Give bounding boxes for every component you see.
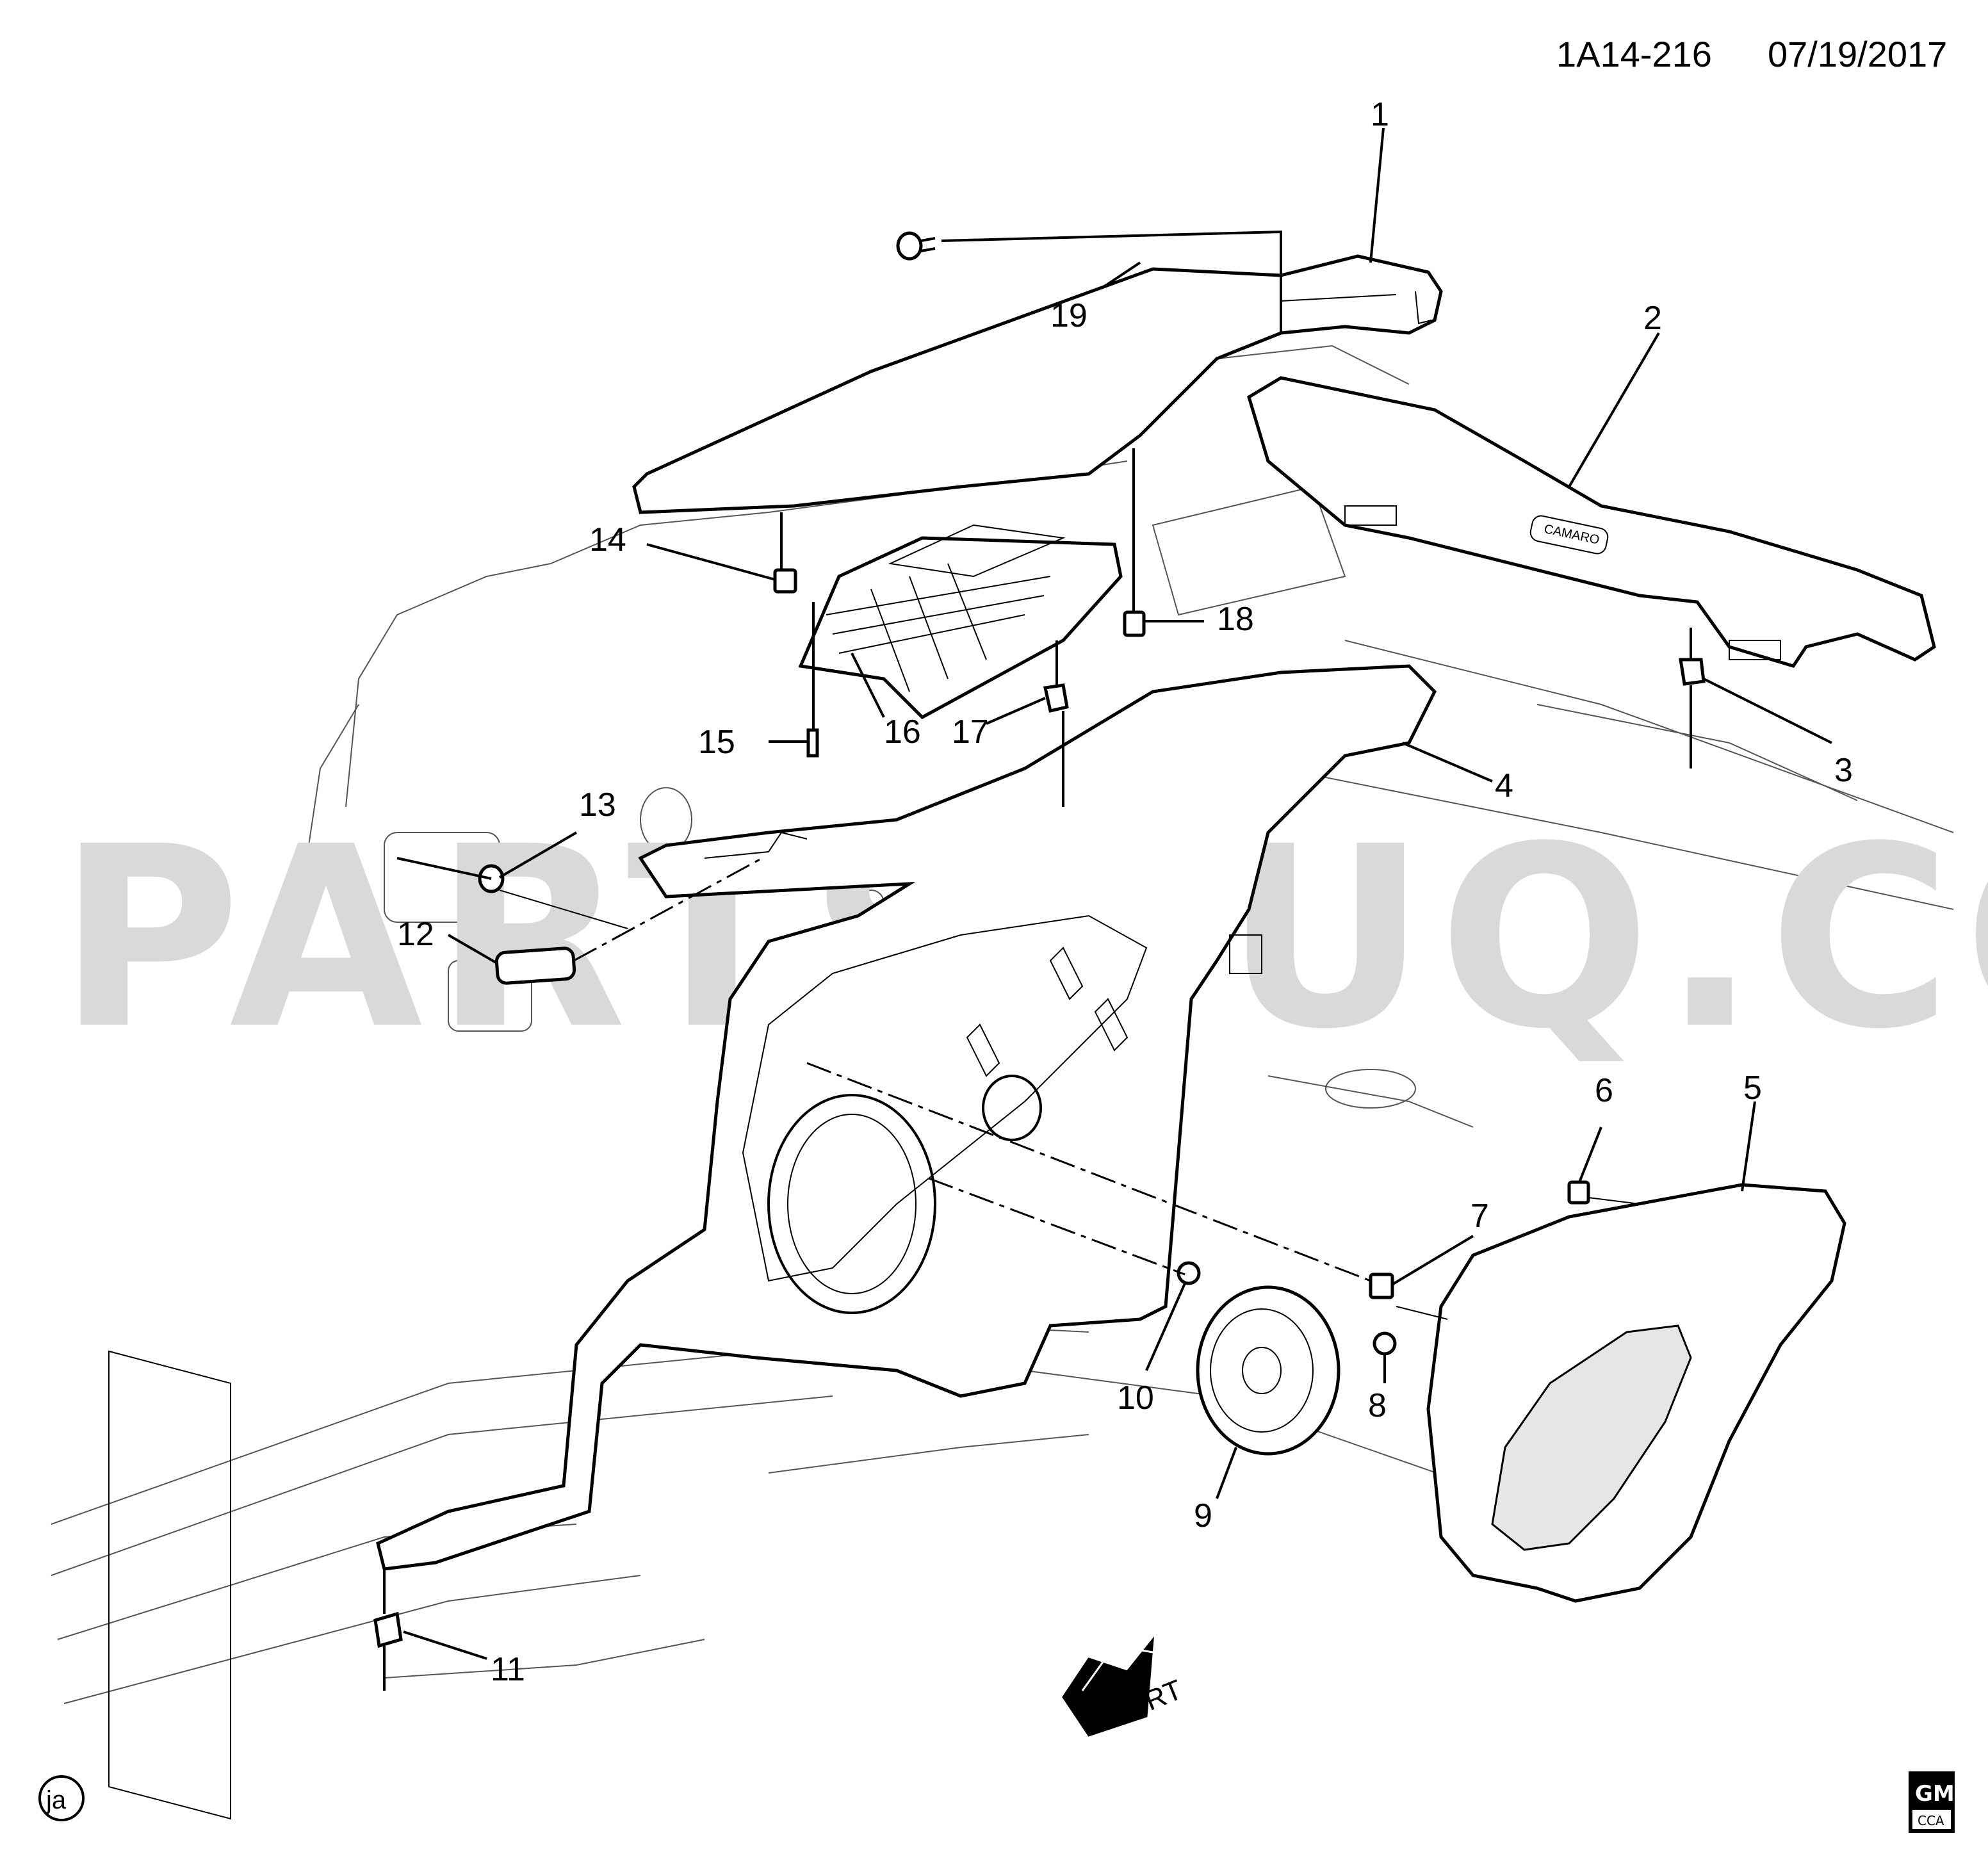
callout-17: 17 bbox=[952, 713, 989, 751]
speaker-grille-mesh bbox=[1491, 1324, 1692, 1551]
screw-15 bbox=[806, 728, 819, 758]
clip-18 bbox=[1123, 610, 1146, 637]
clip-17 bbox=[1043, 683, 1069, 713]
artist-initials: ja bbox=[45, 1786, 67, 1814]
front-direction-arrow: FRT bbox=[1062, 1636, 1187, 1737]
grommet-10 bbox=[1177, 1261, 1201, 1285]
gm-logo: GM CCA bbox=[1909, 1771, 1955, 1833]
callout-10: 10 bbox=[1117, 1379, 1154, 1417]
callout-15: 15 bbox=[698, 724, 735, 761]
clip-14 bbox=[773, 568, 797, 594]
callout-4: 4 bbox=[1495, 767, 1513, 804]
fastener-19 bbox=[896, 231, 936, 261]
gm-logo-text: GM bbox=[1915, 1781, 1955, 1807]
diagram-date: 07/19/2017 bbox=[1768, 34, 1947, 74]
callout-leaders bbox=[403, 127, 1832, 1660]
callout-18: 18 bbox=[1217, 601, 1254, 638]
nut-8 bbox=[1373, 1331, 1397, 1356]
lamp-12 bbox=[494, 947, 576, 985]
callout-12: 12 bbox=[397, 916, 434, 953]
callout-14: 14 bbox=[589, 521, 626, 558]
artist-initials-badge: ja bbox=[38, 1775, 85, 1821]
upper-quarter-trim bbox=[632, 254, 1443, 514]
clip-11 bbox=[373, 1611, 403, 1648]
callout-1: 1 bbox=[1371, 96, 1389, 133]
quarter-trim-panel bbox=[376, 664, 1437, 1571]
callout-19: 19 bbox=[1050, 297, 1088, 334]
callout-13: 13 bbox=[579, 786, 616, 824]
speaker bbox=[1196, 1285, 1340, 1456]
gm-logo-subtext: CCA bbox=[1918, 1813, 1944, 1828]
callout-6: 6 bbox=[1595, 1072, 1613, 1109]
diagram-code: 1A14-216 bbox=[1556, 34, 1712, 74]
assembly-lines bbox=[108, 230, 1692, 1820]
callout-3: 3 bbox=[1834, 752, 1853, 789]
callout-2: 2 bbox=[1643, 300, 1662, 337]
callout-8: 8 bbox=[1368, 1387, 1387, 1424]
callout-11: 11 bbox=[491, 1651, 525, 1688]
clip-7 bbox=[1369, 1272, 1394, 1299]
clip-3 bbox=[1679, 658, 1706, 686]
rear-shelf-trim-panel bbox=[1247, 376, 1936, 668]
callout-9: 9 bbox=[1194, 1497, 1212, 1534]
callout-7: 7 bbox=[1471, 1198, 1489, 1235]
clip-6 bbox=[1567, 1180, 1590, 1205]
callout-5: 5 bbox=[1743, 1069, 1762, 1107]
callout-16: 16 bbox=[884, 713, 921, 751]
